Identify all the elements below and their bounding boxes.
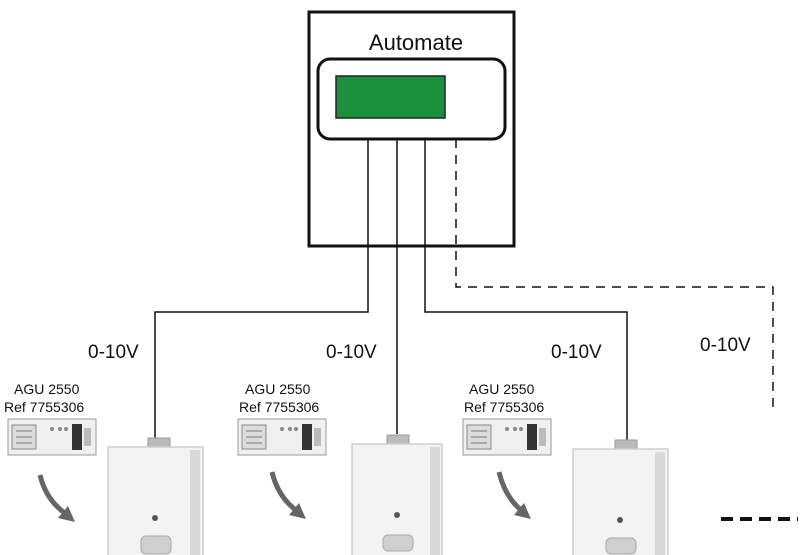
module-2-ref: Ref 7755306 (239, 399, 319, 415)
arrow-3-icon (496, 471, 524, 513)
wire-4-dashed (455, 139, 774, 410)
module-2-icon (237, 418, 327, 456)
arrow-2-head (289, 503, 306, 519)
module-2: AGU 2550 Ref 7755306 (237, 381, 327, 456)
module-1: AGU 2550 Ref 7755306 (4, 381, 97, 456)
module-3-ref: Ref 7755306 (464, 399, 544, 415)
boiler-2-icon (351, 434, 443, 555)
module-1-ref: Ref 7755306 (4, 399, 84, 415)
arrow-1-icon (37, 474, 68, 517)
wire-1 (154, 139, 369, 445)
module-3-name: AGU 2550 (469, 381, 535, 397)
arrow-3-head (514, 503, 531, 519)
module-3: AGU 2550 Ref 7755306 (462, 381, 552, 456)
controller-display (335, 75, 446, 119)
controller-title: Automate (369, 30, 463, 55)
arrow-2-icon (269, 471, 299, 514)
module-3-icon (462, 418, 552, 456)
signal-label-1: 0-10V (88, 342, 139, 363)
module-1-name: AGU 2550 (14, 381, 80, 397)
arrow-1-head (58, 506, 75, 522)
wire-3 (424, 139, 628, 440)
module-2-name: AGU 2550 (245, 381, 311, 397)
module-1-icon (7, 418, 97, 456)
boiler-3-icon (572, 439, 669, 555)
signal-label-3: 0-10V (551, 342, 602, 363)
signal-label-2: 0-10V (326, 342, 377, 363)
signal-label-4: 0-10V (700, 335, 751, 356)
boiler-1-icon (107, 437, 204, 555)
